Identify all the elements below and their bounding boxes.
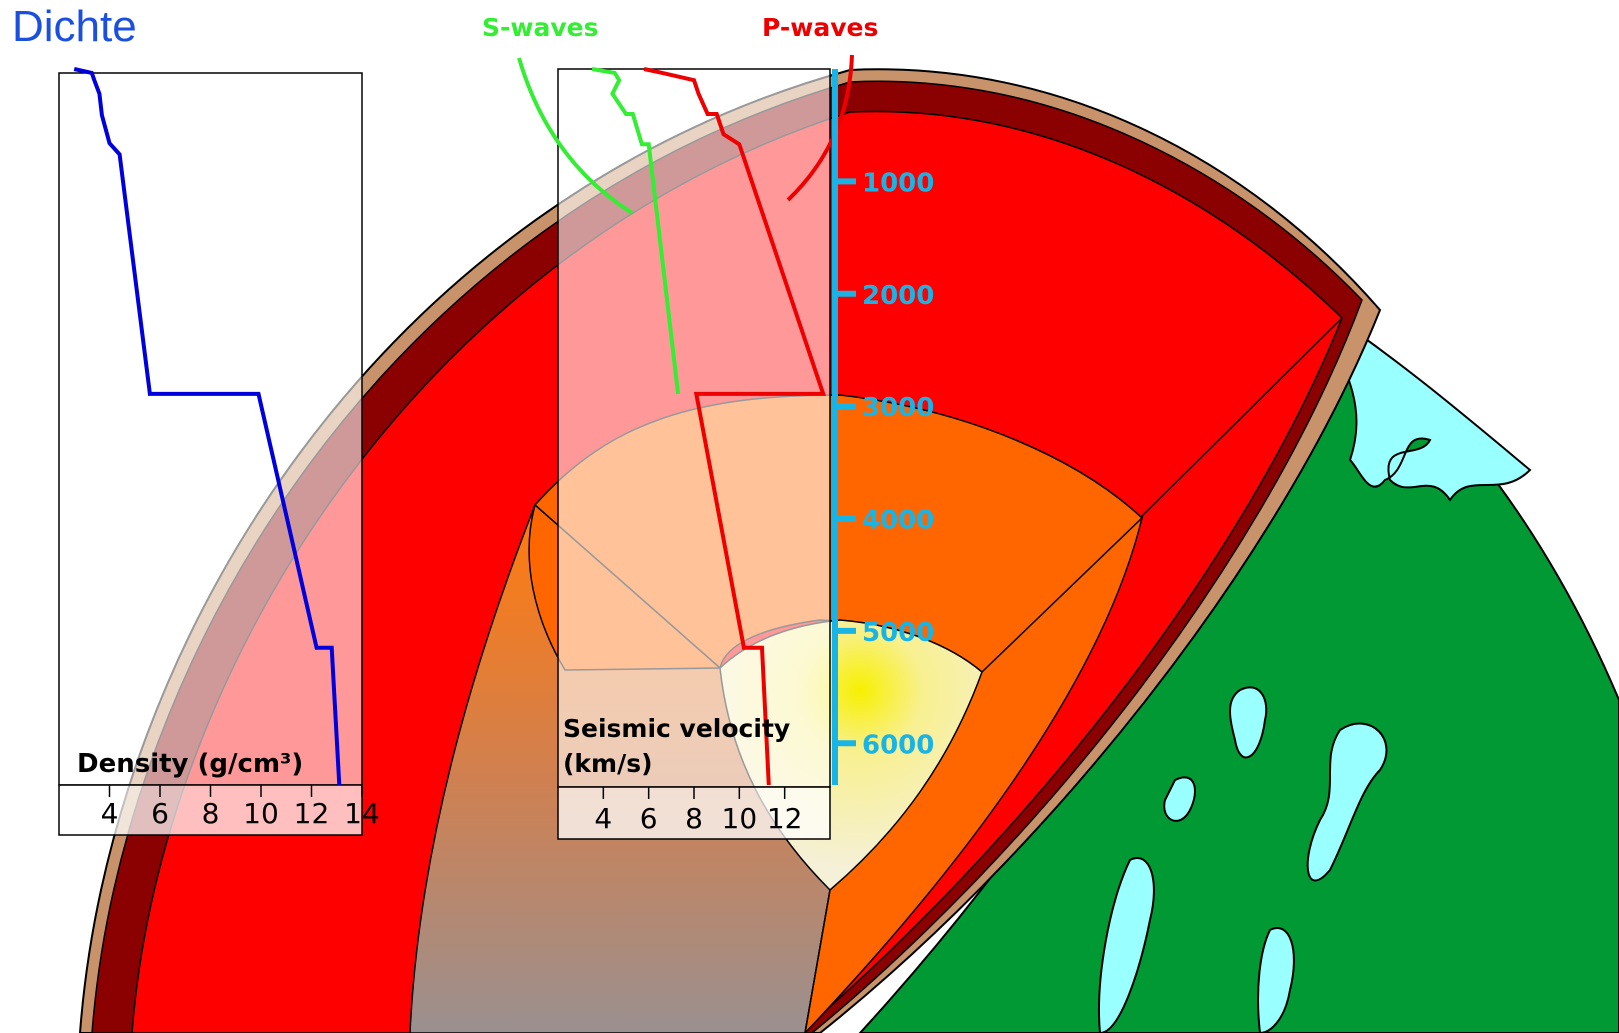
- page-title: Dichte: [12, 2, 137, 51]
- velocity-axis-label-line1: Seismic velocity: [563, 714, 790, 743]
- density-axis-label: Density (g/cm³): [77, 749, 303, 779]
- island-ocean-4: [1257, 927, 1295, 1033]
- density-tick-label: 4: [101, 797, 119, 830]
- density-tick-label: 12: [294, 797, 330, 830]
- depth-axis-ticks: 1000 2000 3000 4000 5000 6000: [835, 168, 934, 760]
- density-panel: [58, 72, 363, 786]
- velocity-panel: [557, 68, 831, 788]
- s-waves-leader: [517, 57, 634, 215]
- depth-tick-label: 1000: [862, 168, 934, 198]
- velocity-tick-label: 6: [640, 802, 658, 835]
- outer-core-right: [804, 515, 1144, 1033]
- island-ocean-1: [1306, 722, 1388, 882]
- s-wave-series-line: [591, 67, 681, 395]
- density-tick-label: 6: [151, 797, 169, 830]
- depth-tick-label: 2000: [862, 281, 934, 311]
- velocity-tick-label: 10: [722, 802, 758, 835]
- density-tick-label: 10: [243, 797, 279, 830]
- density-series-line: [73, 67, 342, 786]
- s-waves-label: S-waves: [482, 13, 598, 42]
- velocity-axis-label-line2: (km/s): [563, 749, 653, 778]
- depth-tick-label: 4000: [862, 506, 934, 536]
- depth-tick-label: 6000: [862, 730, 934, 760]
- depth-tick-label: 3000: [862, 393, 934, 423]
- island-ocean-5: [1163, 776, 1196, 822]
- velocity-tick-label: 12: [767, 802, 803, 835]
- island-ocean-2: [1229, 686, 1268, 759]
- depth-tick-label: 5000: [862, 618, 934, 648]
- island-ocean-3: [1098, 857, 1155, 1033]
- density-tick-label: 8: [202, 797, 220, 830]
- velocity-tick-label: 8: [685, 802, 703, 835]
- velocity-tick-label: 4: [594, 802, 612, 835]
- earth-surface-ocean: [1307, 297, 1532, 502]
- p-waves-label: P-waves: [762, 13, 878, 42]
- p-wave-series-line: [643, 67, 826, 786]
- density-tick-label: 14: [344, 797, 380, 830]
